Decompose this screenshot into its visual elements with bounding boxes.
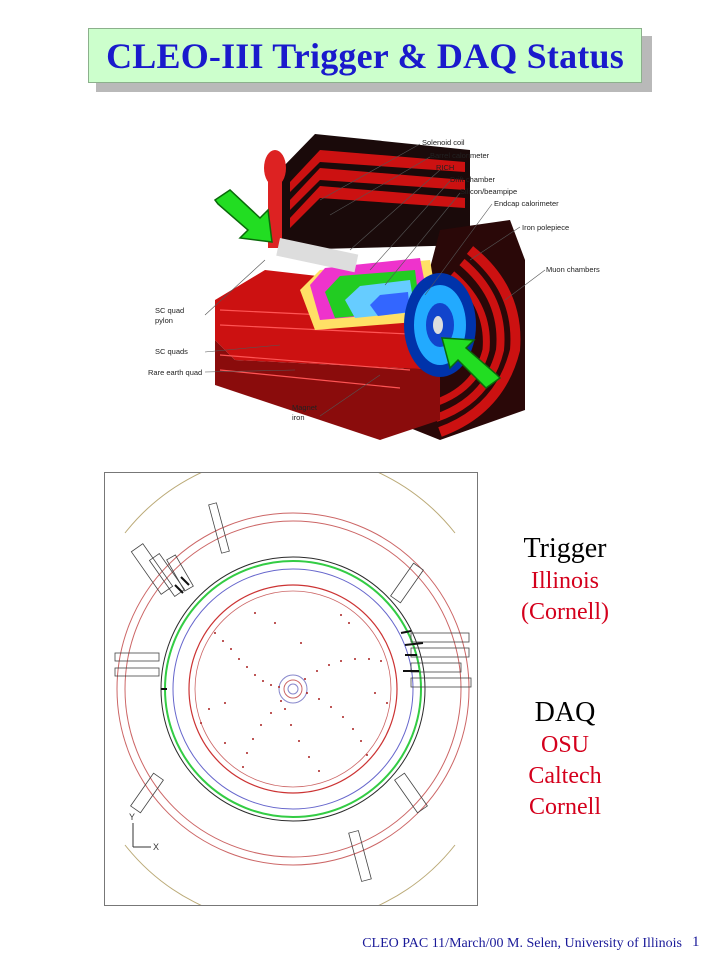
- muon-ring-outer: [116, 512, 470, 866]
- sc-quads: [276, 238, 359, 273]
- trigger-heading: Trigger: [523, 533, 607, 564]
- iron-lower-block: [215, 340, 440, 440]
- daq-heading: DAQ: [534, 697, 596, 728]
- drift-chamber-outer: [188, 584, 398, 794]
- label-solenoid-coil: Solenoid coil: [422, 138, 465, 147]
- outer-arc-top: [124, 473, 456, 534]
- daq-institution-1: OSU: [540, 732, 589, 758]
- trigger-institution-1: Illinois: [530, 568, 599, 594]
- leader-lines: [204, 143, 546, 417]
- calorimeter-hits: [161, 576, 424, 690]
- calorimeter-ring-green: [164, 560, 422, 818]
- daq-institution-2: Caltech: [528, 763, 602, 789]
- label-drift-chamber: Drift chamber: [450, 175, 496, 184]
- daq-institution-3: Cornell: [529, 794, 601, 820]
- silicon-ring-inner: [283, 679, 303, 699]
- beampipe: [433, 316, 443, 334]
- iron-plates-right: [430, 246, 521, 437]
- silicon-layer: [370, 292, 410, 316]
- daq-section: DAQ OSU Caltech Cornell: [490, 696, 640, 823]
- label-rich: RICH: [436, 163, 454, 172]
- label-sc-quad-pylon-1: SC quad: [155, 306, 184, 315]
- label-sc-quads: SC quads: [155, 347, 188, 356]
- label-sc-quad-pylon-2: pylon: [155, 316, 173, 325]
- slide-footer: CLEO PAC 11/March/00 M. Selen, Universit…: [362, 936, 682, 951]
- slide-title: CLEO-III Trigger & DAQ Status: [106, 35, 624, 76]
- tracking-hits: [200, 612, 388, 772]
- calorimeter-ring: [160, 556, 426, 822]
- beampipe-ring: [287, 683, 299, 695]
- axis-indicator: [132, 823, 151, 848]
- title-box: CLEO-III Trigger & DAQ Status: [88, 28, 642, 83]
- label-muon-chambers: Muon chambers: [546, 265, 600, 274]
- trigger-section: Trigger Illinois (Cornell): [490, 532, 640, 628]
- label-barrel-calorimeter: Barrel calorimeter: [430, 151, 490, 160]
- arrow-upper-left-icon: [213, 189, 273, 243]
- label-silicon-beampipe: Silicon/beampipe: [460, 187, 517, 196]
- arrow-lower-right-icon: [441, 337, 502, 389]
- sc-quad-pylon-stem: [268, 178, 282, 248]
- outer-arc-bottom: [124, 844, 456, 905]
- page-number: 1: [692, 934, 700, 950]
- label-endcap-calorimeter: Endcap calorimeter: [494, 199, 559, 208]
- drift-chamber-inner: [194, 590, 392, 788]
- muon-ring-inner: [124, 520, 462, 858]
- label-magnet-iron-1: Magnet: [292, 403, 318, 412]
- label-iron-polepiece: Iron polepiece: [522, 223, 569, 232]
- label-rare-earth-quad: Rare earth quad: [148, 368, 202, 377]
- iron-plates-top: [290, 150, 465, 228]
- event-display: Y X: [104, 472, 478, 906]
- muon-chambers: [114, 502, 472, 882]
- silicon-ring-outer: [278, 674, 308, 704]
- trigger-institution-2: (Cornell): [521, 599, 609, 625]
- label-magnet-iron-2: iron: [292, 413, 305, 422]
- axis-label-x: X: [153, 842, 159, 852]
- rich-ring: [172, 568, 414, 810]
- detector-illustration: Solenoid coil Barrel calorimeter RICH Dr…: [148, 134, 600, 440]
- axis-label-y: Y: [129, 812, 135, 822]
- sc-quad-pylon-top: [264, 150, 286, 186]
